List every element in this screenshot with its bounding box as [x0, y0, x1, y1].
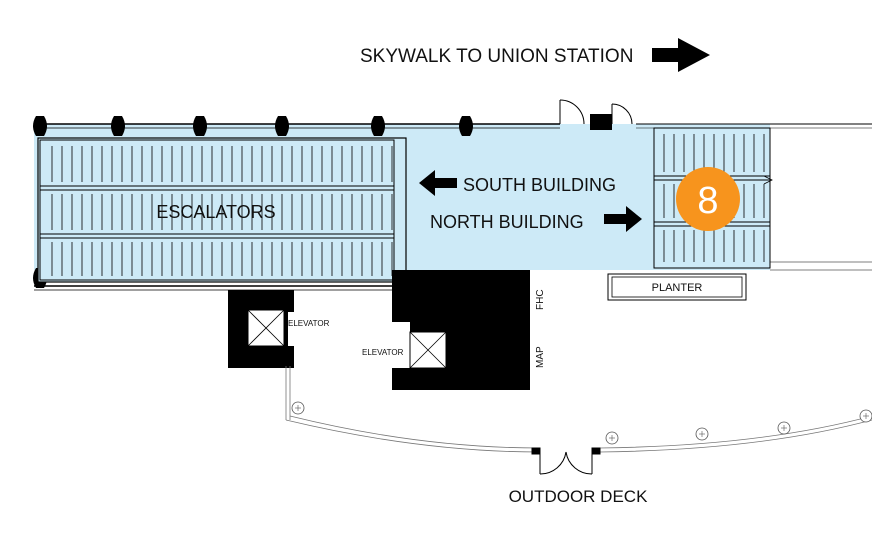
- skywalk-label: SKYWALK TO UNION STATION: [360, 46, 633, 67]
- elevator-icon: [247, 309, 285, 347]
- columns: [33, 116, 473, 288]
- arrow-left-icon: [419, 170, 457, 196]
- light-fixture-icon: [291, 401, 872, 445]
- fhc-label: FHC: [535, 289, 546, 310]
- elevator-right-label: ELEVATOR: [362, 348, 404, 357]
- door-post: [590, 114, 612, 130]
- south-building-label: SOUTH BUILDING: [463, 175, 616, 195]
- stairs-east: [653, 127, 773, 269]
- planter-label: PLANTER: [652, 282, 703, 294]
- planter: [607, 273, 747, 301]
- elevator-left-label: ELEVATOR: [288, 319, 330, 328]
- deck-door: [531, 447, 601, 475]
- elevator-shaft-left: [228, 290, 294, 368]
- map-label: MAP: [535, 346, 546, 368]
- north-building-label: NORTH BUILDING: [430, 212, 584, 232]
- outdoor-deck-label: OUTDOOR DECK: [509, 487, 649, 506]
- arrow-right-icon: [652, 38, 710, 72]
- core-block: [392, 270, 530, 390]
- location-marker-number: 8: [697, 180, 718, 222]
- outdoor-deck-edge: [285, 366, 872, 453]
- location-marker[interactable]: [676, 167, 740, 231]
- escalators-label: ESCALATORS: [156, 202, 275, 222]
- escalators: [37, 137, 407, 283]
- elevator-icon: [409, 331, 447, 369]
- arrow-right-icon: [604, 206, 642, 232]
- light-fixture-icon: [295, 405, 869, 441]
